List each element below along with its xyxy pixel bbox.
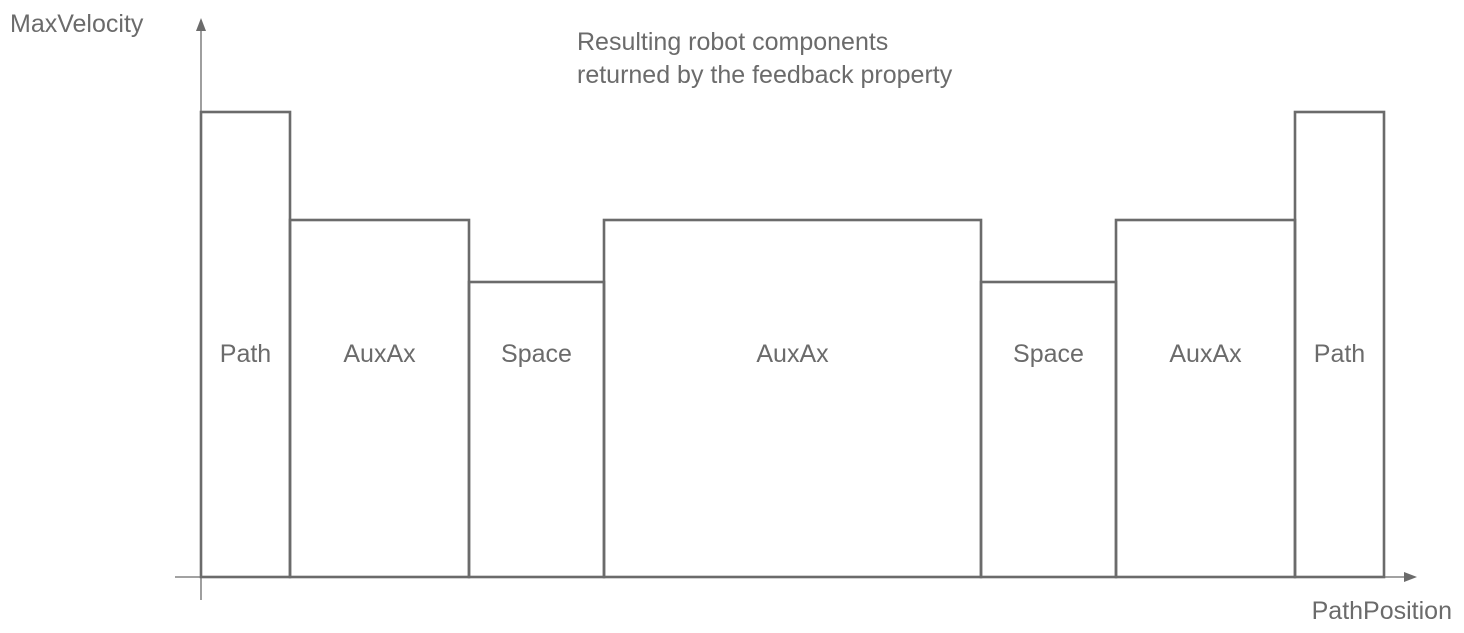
segment-label: AuxAx bbox=[1169, 340, 1242, 368]
segment-box bbox=[1293, 110, 1386, 579]
segments-group: Path AuxAx Space AuxAx Space AuxAx Path bbox=[199, 110, 1386, 579]
diagram-title-line2: returned by the feedback property bbox=[577, 61, 953, 89]
segment-box bbox=[979, 280, 1118, 579]
segment-label: AuxAx bbox=[756, 340, 829, 368]
segment-label: Space bbox=[501, 340, 572, 368]
segment-box bbox=[288, 218, 471, 579]
y-axis-arrow bbox=[196, 18, 206, 31]
segment-label: Space bbox=[1013, 340, 1084, 368]
segment-label: Path bbox=[220, 340, 271, 368]
diagram-title-line1: Resulting robot components bbox=[577, 28, 888, 56]
x-axis-arrow bbox=[1404, 572, 1417, 582]
segment-box bbox=[602, 218, 983, 579]
segment-label: Path bbox=[1314, 340, 1365, 368]
segment-label: AuxAx bbox=[343, 340, 416, 368]
segment-box bbox=[467, 280, 606, 579]
y-axis-label: MaxVelocity bbox=[10, 10, 144, 38]
x-axis-label: PathPosition bbox=[1312, 597, 1452, 625]
segment-box bbox=[1114, 218, 1297, 579]
